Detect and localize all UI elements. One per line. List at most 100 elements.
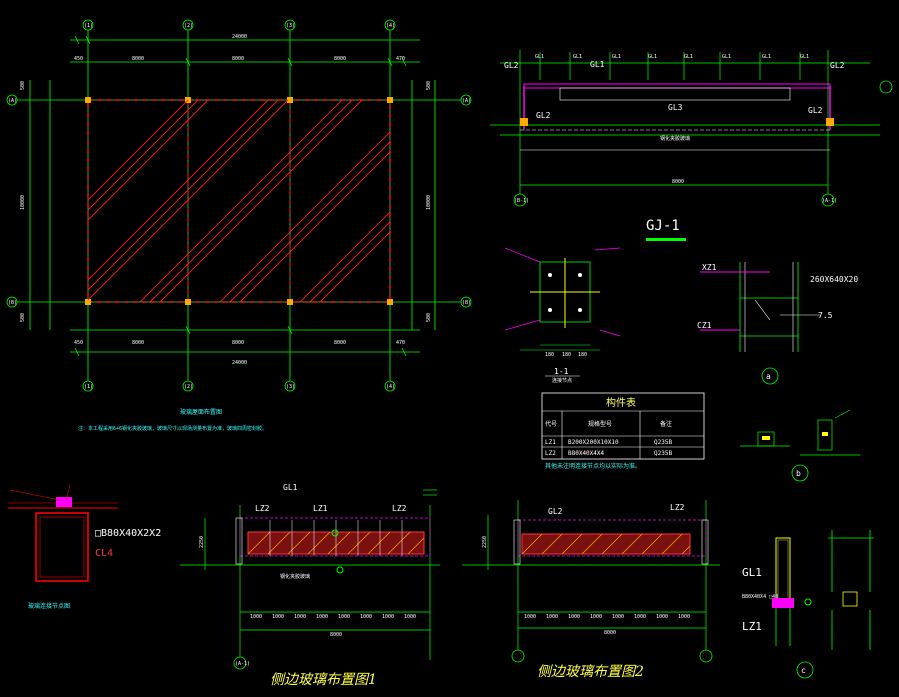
plan-right-overhang: 470 <box>396 56 405 62</box>
side2-dim-3: 1000 <box>568 614 580 620</box>
side1-lz2-right: LZ2 <box>392 504 407 513</box>
plan-bottom-total: 24000 <box>232 360 247 366</box>
side2-lz2: LZ2 <box>670 503 685 512</box>
plan-span-3: 8000 <box>334 56 346 62</box>
glass-roof-plan: (1) (2) (3) (4) (1) (2) (3) (4) (A) (B) … <box>6 19 472 432</box>
plan-right-overhang-bottom: 470 <box>396 340 405 346</box>
axis-label-b-right: (B) <box>462 300 471 306</box>
side2-dim-8: 1000 <box>678 614 690 620</box>
glass-hatch <box>88 100 390 302</box>
table-row: B80X40X4X4 <box>568 450 605 457</box>
section-dim-2: 180 <box>562 352 571 358</box>
side1-height: 2250 <box>199 536 205 548</box>
section-dim-1: 180 <box>545 352 554 358</box>
axis-label-1-bottom: (1) <box>84 384 93 390</box>
gj1-axis-right: (A-1) <box>822 198 837 204</box>
side2-dim-4: 1000 <box>590 614 602 620</box>
gj1-glass-note: 钢化夹胶玻璃 <box>660 135 690 142</box>
gj1-roof-beam <box>523 83 831 89</box>
gj1-gl2-mid: GL2 <box>808 106 823 115</box>
side1-gl1: GL1 <box>283 483 298 492</box>
side2-glass-panel <box>521 533 691 555</box>
plan-left-overhang: 450 <box>74 56 83 62</box>
gj1-gl2-lower: GL2 <box>536 111 551 120</box>
detail-a-label: a <box>766 372 771 381</box>
side1-dim-7: 1000 <box>382 614 394 620</box>
side2-dim-2: 1000 <box>546 614 558 620</box>
table-title: 构件表 <box>606 396 636 409</box>
gj1-elevation: GL1 GL1 GL1 GL1 GL1 GL1 GL1 GL1 GL1 GL2 … <box>490 50 893 241</box>
side-elevation-1: (A-1) GL1 LZ2 LZ1 LZ2 钢化夹胶玻璃 2250 1000 1… <box>180 483 440 688</box>
side1-title: 侧边玻璃布置图1 <box>270 672 377 688</box>
section-subtitle: 连接节点 <box>552 377 572 384</box>
gj1-gl1-label-3: GL1 <box>612 54 621 60</box>
table-row: Q235B <box>654 450 672 457</box>
gj1-title-underline <box>646 238 686 241</box>
glass-roof-outline <box>87 99 391 303</box>
side1-dim-2: 1000 <box>272 614 284 620</box>
table-row: LZ1 <box>545 439 556 446</box>
side1-axis: (A-1) <box>235 661 250 667</box>
plan-height-total: 10000 <box>20 195 26 210</box>
side1-dim-5: 1000 <box>338 614 350 620</box>
side2-dim-6: 1000 <box>634 614 646 620</box>
detail-a-cz1: CZ1 <box>697 321 712 330</box>
side2-title: 侧边玻璃布置图2 <box>537 664 644 680</box>
plan-edge-left-bottom: 500 <box>20 313 26 322</box>
plan-title: 玻璃屋面布置图 <box>180 408 222 416</box>
axis-label-1: (1) <box>84 23 93 29</box>
side1-lz1: LZ1 <box>313 504 328 513</box>
side2-height: 2250 <box>482 536 488 548</box>
detail-b: b <box>740 409 860 482</box>
table-row: Q235B <box>654 439 672 446</box>
gj1-gl1-label-2: GL1 <box>573 54 582 60</box>
plan-bottom-span-1: 8000 <box>132 340 144 346</box>
plan-bottom-span-2: 8000 <box>232 340 244 346</box>
axis-label-2-bottom: (2) <box>184 384 193 390</box>
axis-label-4: (4) <box>386 23 395 29</box>
section-dim-3: 180 <box>578 352 587 358</box>
detail-a-xz1: XZ1 <box>702 263 717 272</box>
section-1-1: 180 180 180 1-1 连接节点 <box>504 247 621 384</box>
gj1-dim-bottom: 8000 <box>672 179 684 185</box>
side2-total: 8000 <box>604 630 616 636</box>
plan-left-overhang-bottom: 450 <box>74 340 83 346</box>
axis-label-3-bottom: (3) <box>286 384 295 390</box>
detail-c-lz1: LZ1 <box>742 620 762 633</box>
gj1-gl1-label-6: GL1 <box>722 54 731 60</box>
detail-c: GL1 B80X40X4 □40 LZ1 c <box>742 530 874 679</box>
table-header-code: 代号 <box>545 420 557 428</box>
table-row: LZ2 <box>545 450 556 457</box>
detail-b-label: b <box>796 469 801 478</box>
axis-label-a-left: (A) <box>8 98 17 104</box>
gj1-gl1-label-4: GL1 <box>648 54 657 60</box>
detail-c-gl1: GL1 <box>742 566 762 579</box>
detail-c-spec: B80X40X4 □40 <box>742 594 778 600</box>
gj1-title: GJ-1 <box>646 218 680 234</box>
gl4-code: CL4 <box>95 548 113 559</box>
plan-span-2: 8000 <box>232 56 244 62</box>
axis-label-4-bottom: (4) <box>386 384 395 390</box>
gj1-gl2-right: GL2 <box>830 61 845 70</box>
plan-edge-right-bottom: 500 <box>426 313 432 322</box>
plan-span-1: 8000 <box>132 56 144 62</box>
axis-label-3: (3) <box>286 23 295 29</box>
side2-dim-5: 1000 <box>612 614 624 620</box>
gl4-section-spec: □B80X40X2X2 <box>95 528 161 539</box>
gj1-gl1-center: GL1 <box>590 60 605 69</box>
side1-dim-6: 1000 <box>360 614 372 620</box>
plan-height-total-right: 10000 <box>426 195 432 210</box>
gj1-gl1-label-5: GL1 <box>684 54 693 60</box>
table-row: B200X200X10X10 <box>568 439 619 446</box>
table-header-spec: 规格型号 <box>588 420 612 428</box>
axis-label-b-left: (B) <box>8 300 17 306</box>
side2-dim-7: 1000 <box>656 614 668 620</box>
gl4-section-outline <box>35 512 89 582</box>
gl4-title: 玻璃连接节点图 <box>28 602 70 610</box>
plan-bottom-span-3: 8000 <box>334 340 346 346</box>
side1-total: 8000 <box>330 632 342 638</box>
side-elevation-2: GL2 LZ2 2250 1000 1000 1000 1000 1000 10… <box>462 500 720 680</box>
side1-dim-8: 1000 <box>404 614 416 620</box>
plan-top-total: 24000 <box>232 34 247 40</box>
